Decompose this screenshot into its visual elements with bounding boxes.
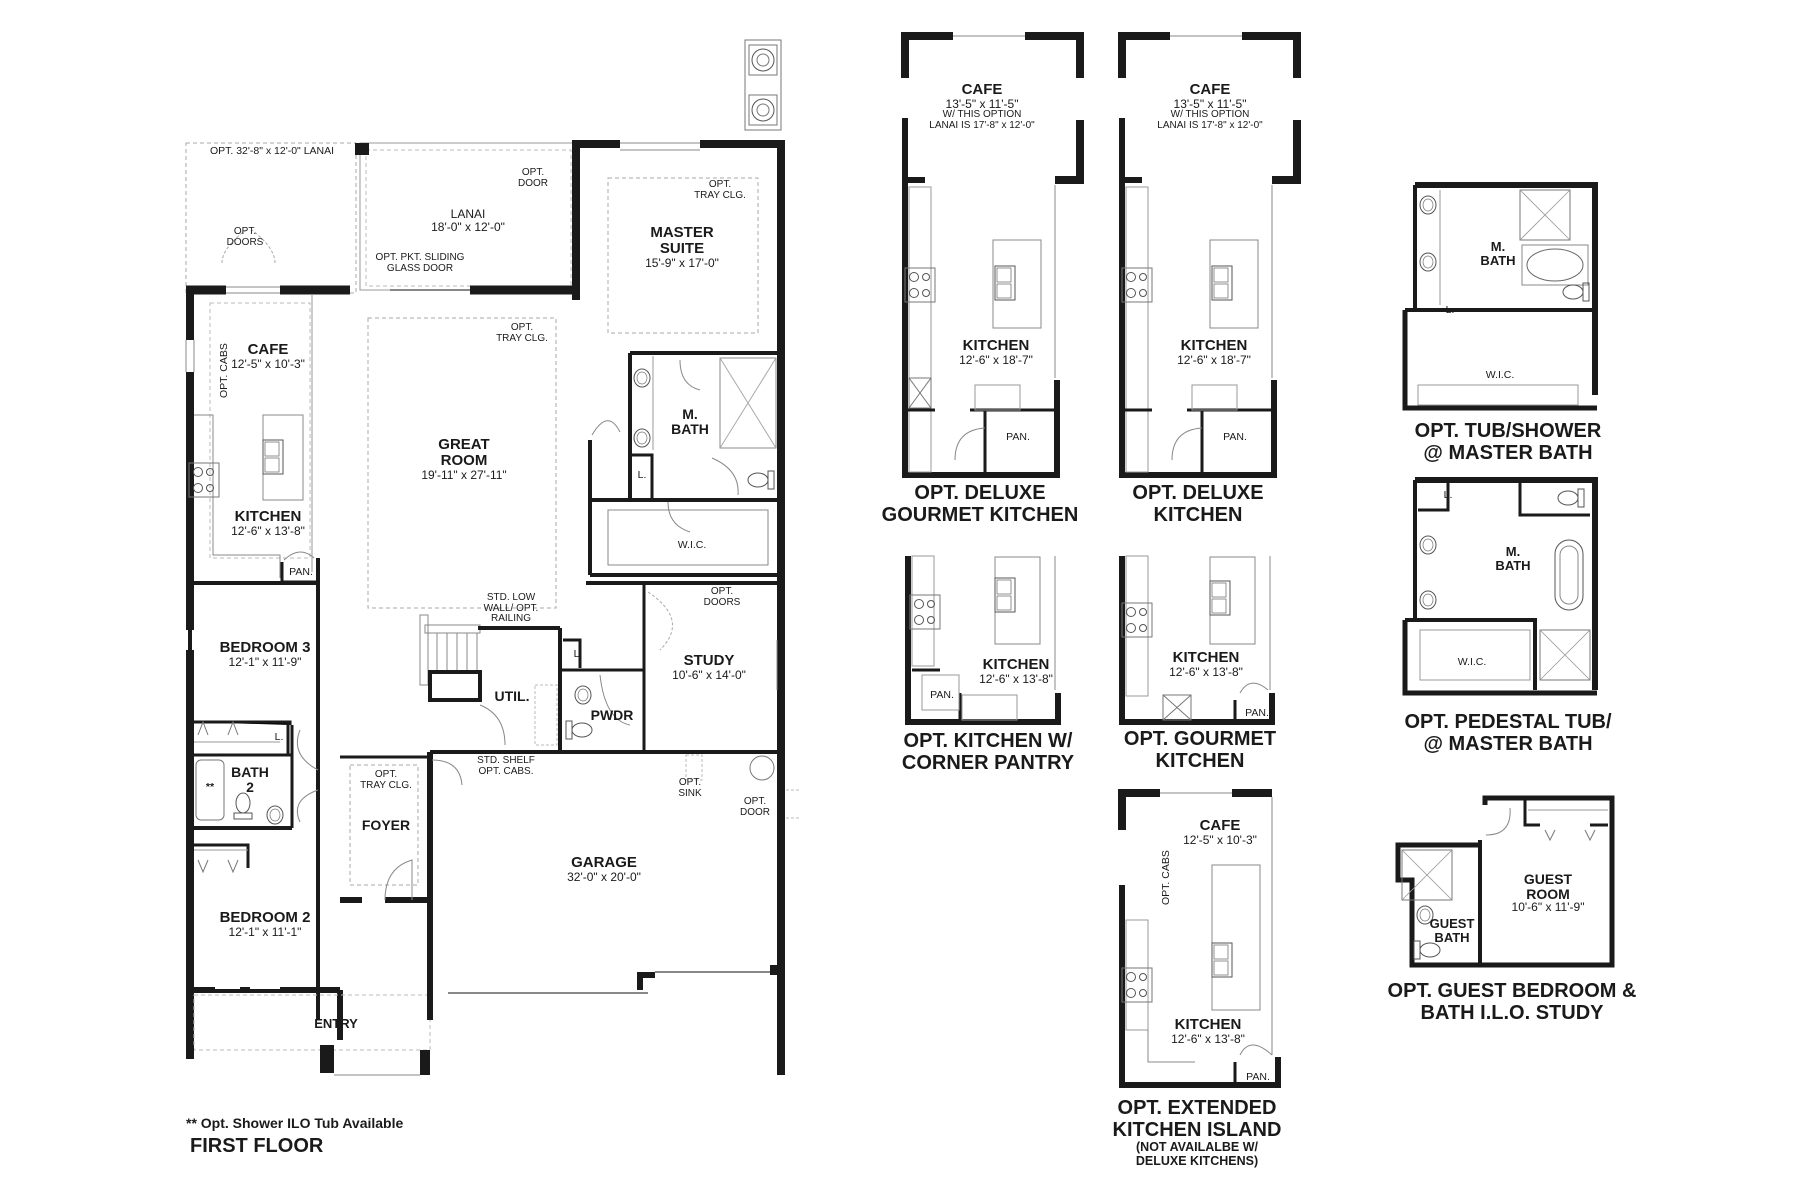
note-opt-doors-cafe: OPT.DOORS [226,226,264,248]
bath-2-tub-marker: ** [205,781,215,793]
note-opt-tray-foyer: OPT.TRAY CLG. [360,769,412,791]
option-pantry: PAN. [1006,431,1030,443]
footnote-shower: ** Opt. Shower ILO Tub Available [186,1115,404,1131]
option-opt-cabs: OPT. CABS [1160,850,1172,905]
note-opt-tray-great-room: OPT.TRAY CLG. [496,322,548,344]
option-guest-room: GUEST ROOM 10'-6" x 11'-9" [1511,871,1585,915]
note-opt-door-lanai: OPT.DOOR [518,167,548,189]
option-pantry: PAN. [930,689,954,701]
gourmet-drawing [1119,555,1275,725]
room-lanai: LANAI 18'-0" x 12'-0" [431,207,505,234]
room-powder: PWDR [590,707,634,723]
note-opt-sink: OPT.SINK [678,777,702,799]
note-opt-cabs: OPT. CABS [218,343,230,398]
guest-bedroom-drawing [1395,795,1615,968]
corner-pantry-drawing [905,555,1061,725]
deluxe-gourmet-drawing [901,32,1084,478]
room-wic: W.I.C. [677,539,707,551]
option-pantry: PAN. [1245,707,1269,719]
room-kitchen: KITCHEN 12'-6" x 13'-8" [231,508,305,538]
room-cafe: CAFE 12'-5" x 10'-3" [231,341,305,371]
room-foyer: FOYER [361,817,411,833]
option-kitchen: KITCHEN 12'-6" x 13'-8" [979,656,1053,686]
option-pantry: PAN. [1246,1071,1270,1083]
deluxe-drawing [1118,32,1301,478]
option-cafe: CAFE 12'-5" x 10'-3" [1183,817,1257,847]
option-linen: L. [1443,489,1453,501]
opt-lanai-label: OPT. 32'-8" x 12'-0" LANAI [209,145,335,157]
option-master-bath: M. BATH [1480,239,1516,268]
tub-shower-drawing [1402,182,1598,411]
option-title: OPT. DELUXE KITCHEN [1132,482,1264,526]
option-title: OPT. KITCHEN W/ CORNER PANTRY [901,730,1075,774]
option-linen: L. [1445,304,1455,316]
room-bath-2: BATH 2 [231,764,269,795]
room-garage: GARAGE 32'-0" x 20'-0" [567,854,641,884]
floor-title: FIRST FLOOR [190,1135,324,1157]
option-pantry: PAN. [1223,431,1247,443]
option-guest-bath: GUEST BATH [1429,916,1475,945]
option-kitchen: KITCHEN 12'-6" x 18'-7" [959,337,1033,367]
note-opt-doors-study: OPT.DOORS [703,586,741,608]
room-linen-3: L. [573,648,583,660]
note-opt-door-garage: OPT.DOOR [740,796,770,818]
room-study: STUDY 10'-6" x 14'-0" [672,652,746,682]
option-kitchen: KITCHEN 12'-6" x 18'-7" [1177,337,1251,367]
option-cafe: CAFE 13'-5" x 11'-5" W/ THIS OPTION LANA… [1157,81,1263,131]
pedestal-tub-drawing [1402,477,1598,696]
option-title: OPT. EXTENDED KITCHEN ISLAND (NOT AVAILA… [1112,1097,1282,1168]
option-master-bath: M. BATH [1495,544,1531,573]
extended-island-drawing [1118,789,1281,1088]
option-kitchen: KITCHEN 12'-6" x 13'-8" [1169,649,1243,679]
room-util: UTIL. [494,688,530,704]
note-opt-tray-master: OPT.TRAY CLG. [694,179,746,201]
room-linen: L. [637,469,647,481]
option-kitchen: KITCHEN 12'-6" x 13'-8" [1171,1016,1245,1046]
room-great-room: GREAT ROOM 19'-11" x 27'-11" [421,436,507,482]
option-title: OPT. GUEST BEDROOM & BATH I.L.O. STUDY [1387,980,1637,1024]
option-title: OPT. DELUXE GOURMET KITCHEN [881,482,1079,526]
room-master-suite: MASTER SUITE 15'-9" x 17'-0" [645,224,719,270]
option-title: OPT. TUB/SHOWER @ MASTER BATH [1414,420,1602,464]
room-pantry: PAN. [289,566,313,578]
option-wic: W.I.C. [1457,656,1487,668]
option-title: OPT. GOURMET KITCHEN [1123,728,1277,772]
option-cafe: CAFE 13'-5" x 11'-5" W/ THIS OPTION LANA… [929,81,1035,131]
room-bedroom-2: BEDROOM 2 12'-1" x 11'-1" [219,909,311,939]
option-title: OPT. PEDESTAL TUB/ @ MASTER BATH [1404,711,1612,755]
room-master-bath: M. BATH [671,406,709,437]
option-wic: W.I.C. [1485,369,1515,381]
room-entry: ENTRY [314,1016,358,1031]
room-bedroom-3: BEDROOM 3 12'-1" x 11'-9" [219,639,311,669]
room-linen-2: L. [274,731,284,743]
